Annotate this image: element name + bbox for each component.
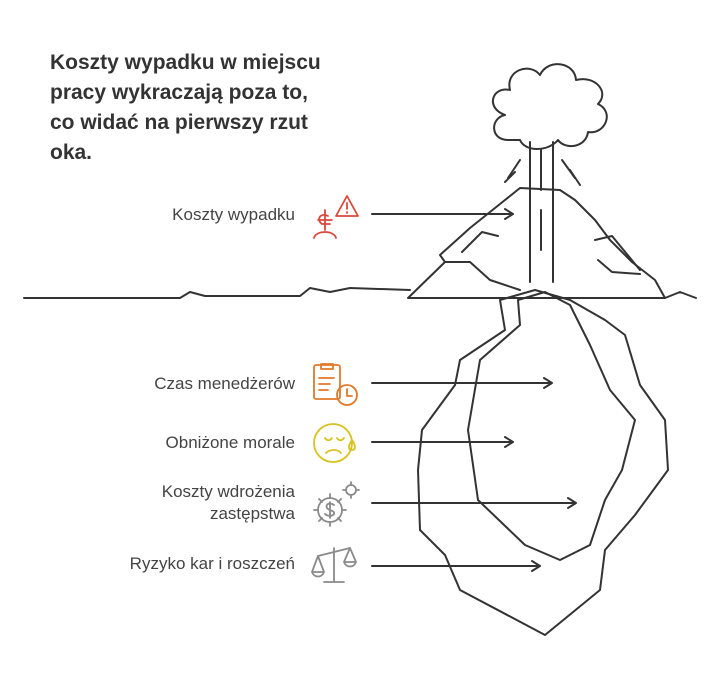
label-fines-claims-risk: Ryzyko kar i roszczeń [129,554,295,573]
eruption-cloud [492,63,608,150]
label-manager-time: Czas menedżerów [154,374,295,393]
iceberg-outer [417,289,669,636]
pointer-arrows [371,208,577,572]
cost-warning-icon [313,195,359,239]
gears-dollar-icon [313,481,360,527]
label-accident-costs: Koszty wypadku [172,205,295,224]
diagram-title: Koszty wypadku w miejscu pracy wykraczaj… [50,51,321,164]
label-replacement-costs: Koszty wdrożenia zastępstwa [161,482,295,523]
clipboard-clock-icon [313,363,358,406]
horizon-line [23,287,697,299]
sad-face-icon [313,423,356,463]
iceberg-inner [467,291,636,561]
volcano-outline [407,187,666,299]
label-lowered-morale: Obniżone morale [165,433,295,452]
lava-shaft [529,141,554,283]
scales-icon [311,547,357,583]
